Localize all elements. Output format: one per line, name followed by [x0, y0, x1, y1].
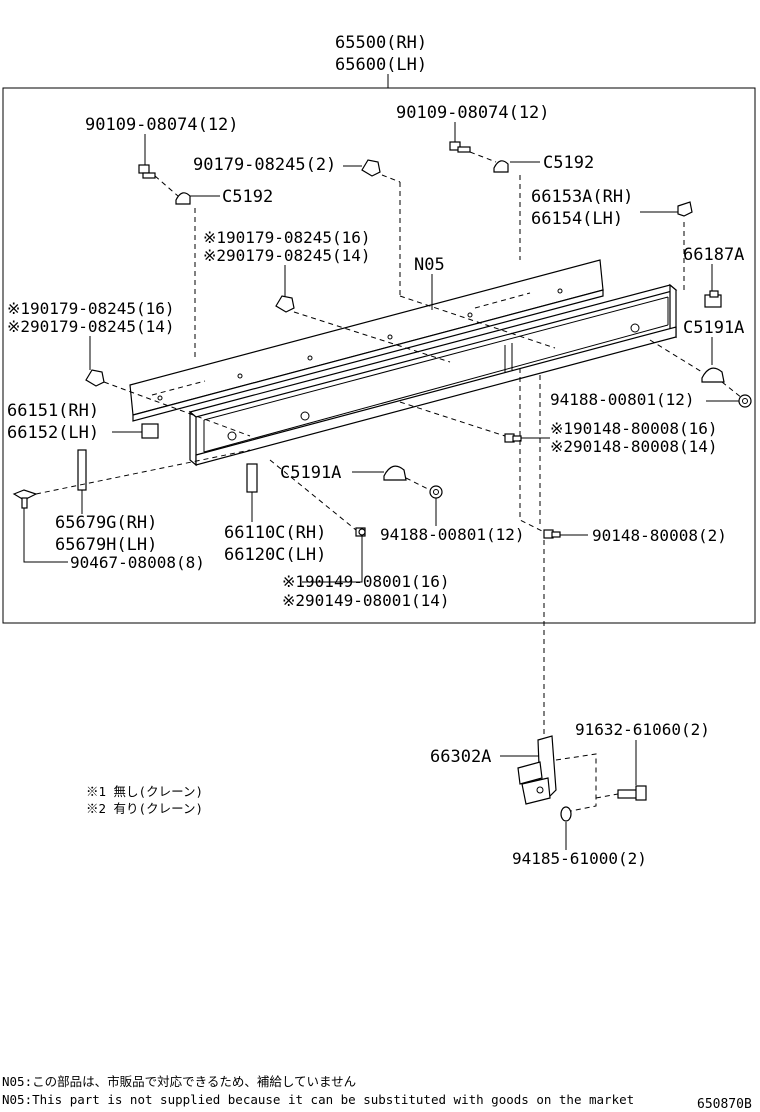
screw-90179-2-icon[interactable]: [361, 159, 381, 177]
clip-c5191a-right-icon[interactable]: [701, 367, 725, 383]
dash-nut-right: [721, 381, 743, 399]
part-66152-label[interactable]: 66152(LH): [7, 423, 99, 443]
washer-94185-label[interactable]: 94185-61000(2): [512, 849, 647, 868]
screw-90148-2-icon[interactable]: [543, 529, 561, 539]
n05-label[interactable]: N05: [414, 255, 445, 275]
part-66187a-label[interactable]: 66187A: [683, 245, 744, 265]
bolt-top-left-icon[interactable]: [138, 164, 156, 179]
bracket-66302a-icon[interactable]: [517, 735, 557, 805]
part-65679g-label[interactable]: 65679G(RH): [55, 513, 157, 533]
footer-n05-en: N05:This part is not supplied because it…: [2, 1092, 634, 1107]
rivet-90467-leader: [23, 508, 68, 563]
washer-94185-icon[interactable]: [560, 806, 572, 822]
dash-c5191a-right: [649, 339, 703, 373]
part-66151-icon[interactable]: [141, 423, 159, 439]
rear-panel-board[interactable]: [129, 259, 604, 422]
assembly-frame: [2, 87, 756, 624]
dash-screw-2-c: [399, 295, 556, 349]
bracket-66302a-label[interactable]: 66302A: [430, 747, 491, 767]
screw-90149-16-label[interactable]: ※190149-08001(16): [282, 572, 450, 591]
nut-94188-center-label[interactable]: 94188-00801(12): [380, 525, 525, 544]
legend-note-1: ※1 無し(クレーン): [86, 784, 203, 799]
screw-90149-icon[interactable]: [355, 527, 366, 537]
clip-c5192-right-icon[interactable]: [493, 160, 509, 173]
dash-screw-90148-a: [399, 401, 506, 437]
dash-screw-90179-b: [103, 381, 251, 437]
screw-90179-16a-label[interactable]: ※190179-08245(16): [203, 228, 371, 247]
dash-bolt-right: [469, 151, 497, 163]
clip-c5191a-center-label[interactable]: C5191A: [280, 463, 341, 483]
bolt-top-right-label[interactable]: 90109-08074(12): [396, 103, 550, 123]
bolt-top-right-icon[interactable]: [449, 141, 471, 153]
part-66154-label[interactable]: 66154(LH): [531, 209, 623, 229]
dash-bolt-91632-b: [595, 793, 619, 799]
dash-screw-2-a: [381, 174, 401, 183]
screw-90179-2-label[interactable]: 90179-08245(2): [193, 155, 336, 175]
part-65679h-label[interactable]: 65679H(LH): [55, 535, 157, 555]
screw-90179-14a-label[interactable]: ※290179-08245(14): [203, 246, 371, 265]
screw-90179-14b-label[interactable]: ※290179-08245(14): [7, 317, 175, 336]
screw-90148-a-icon[interactable]: [504, 433, 522, 443]
rivet-90467-icon[interactable]: [12, 489, 38, 509]
part-66110c-icon[interactable]: [246, 463, 258, 493]
clip-c5191a-center-icon[interactable]: [383, 465, 407, 481]
clip-c5192-left-label[interactable]: C5192: [222, 187, 273, 207]
dash-bolt-91632-a: [555, 753, 597, 813]
rivet-90467-label[interactable]: 90467-08008(8): [70, 553, 205, 572]
part-66120c-label[interactable]: 66120C(LH): [224, 545, 326, 565]
dash-bolt-left: [154, 175, 179, 197]
screw-90148-2-label[interactable]: 90148-80008(2): [592, 526, 727, 545]
screw-90148-16-label[interactable]: ※190148-80008(16): [550, 419, 718, 438]
part-66151-label[interactable]: 66151(RH): [7, 401, 99, 421]
part-66153a-label[interactable]: 66153A(RH): [531, 187, 633, 207]
assembly-lh-label[interactable]: 65600(LH): [335, 55, 427, 75]
part-66110c-label[interactable]: 66110C(RH): [224, 523, 326, 543]
clip-c5191a-right-label[interactable]: C5191A: [683, 318, 744, 338]
dash-screw-90149: [269, 459, 357, 531]
part-66153a-icon[interactable]: [677, 201, 693, 217]
screw-90149-14-label[interactable]: ※290149-08001(14): [282, 591, 450, 610]
screw-90179-16b-label[interactable]: ※190179-08245(16): [7, 299, 175, 318]
bolt-91632-label[interactable]: 91632-61060(2): [575, 720, 710, 739]
screw-90149-leader: [302, 536, 363, 583]
assembly-rh-label[interactable]: 65500(RH): [335, 33, 427, 53]
nut-94188-center-icon[interactable]: [429, 485, 443, 499]
dash-c5191a-center: [405, 477, 431, 491]
dash-rivet: [35, 449, 251, 495]
footer-n05-jp: N05:この部品は、市販品で対応できるため、補給していません: [2, 1074, 356, 1089]
bolt-top-left-label[interactable]: 90109-08074(12): [85, 115, 239, 135]
nut-94188-right-label[interactable]: 94188-00801(12): [550, 390, 695, 409]
screw-90148-14-label[interactable]: ※290148-80008(14): [550, 437, 718, 456]
board-holes: [157, 288, 640, 441]
clip-c5192-right-label[interactable]: C5192: [543, 153, 594, 173]
dash-screw-90179-a: [293, 311, 451, 363]
screw-90179-a-icon[interactable]: [275, 295, 295, 313]
clip-c5192-left-icon[interactable]: [175, 192, 191, 205]
rail-frame[interactable]: [188, 283, 678, 467]
legend-note-2: ※2 有り(クレーン): [86, 801, 203, 816]
bolt-91632-icon[interactable]: [617, 785, 647, 801]
nut-94188-right-icon[interactable]: [738, 394, 752, 408]
diagram-code: 650870B: [697, 1097, 752, 1112]
screw-90179-b-icon[interactable]: [85, 369, 105, 387]
part-66187a-icon[interactable]: [704, 290, 722, 308]
